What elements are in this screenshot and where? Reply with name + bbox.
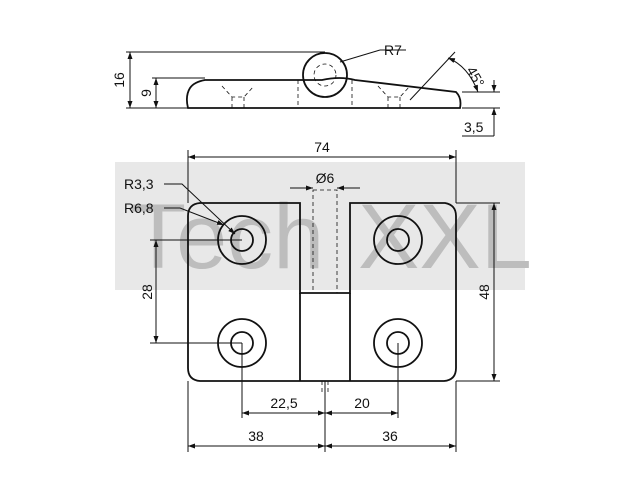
- dim-angle: 45°: [463, 64, 487, 90]
- leader-r68: [164, 207, 225, 226]
- hole-inner-top-right: [386, 228, 410, 252]
- side-view: 16 9 R7 45° 3,5: [111, 42, 500, 137]
- dim-pin-diameter: Ø6: [316, 170, 335, 186]
- dim-leaf-right: 36: [382, 428, 398, 444]
- side-countersink-right: [377, 85, 411, 98]
- dim-height-total: 16: [111, 72, 127, 88]
- dim-hole-pitch-vertical: 28: [139, 284, 155, 300]
- angle-leg: [409, 51, 456, 101]
- dim-width: 74: [314, 139, 330, 155]
- dim-countersink-radius: R6,8: [124, 200, 154, 216]
- dim-thickness: 3,5: [464, 119, 484, 135]
- side-knuckle: [302, 52, 348, 98]
- dim-hole-offset-left: 22,5: [270, 395, 297, 411]
- side-countersink-left: [221, 85, 255, 98]
- watermark-text-right: XXL: [358, 186, 532, 288]
- countersink-top-right: [373, 215, 423, 265]
- top-view: 74 Ø6 R3,3 R6,8 48 28 22,5 20 38: [124, 139, 500, 452]
- dim-hole-radius: R3,3: [124, 176, 154, 192]
- plate-outline: [187, 202, 457, 382]
- hole-top-right: [373, 215, 423, 265]
- dim-knuckle-radius: R7: [384, 42, 402, 58]
- dim-hole-offset-right: 20: [354, 395, 370, 411]
- dim-height-leaf: 9: [138, 89, 154, 97]
- side-leaf-outline: [185, 77, 462, 109]
- dim-height: 48: [476, 284, 492, 300]
- leader-r33: [164, 183, 236, 235]
- side-pin-hidden: [313, 63, 337, 87]
- leader-r7: [339, 49, 381, 63]
- dim-leaf-left: 38: [248, 428, 264, 444]
- angle-arc: [447, 57, 479, 93]
- watermark-text-left: Tech: [130, 186, 324, 288]
